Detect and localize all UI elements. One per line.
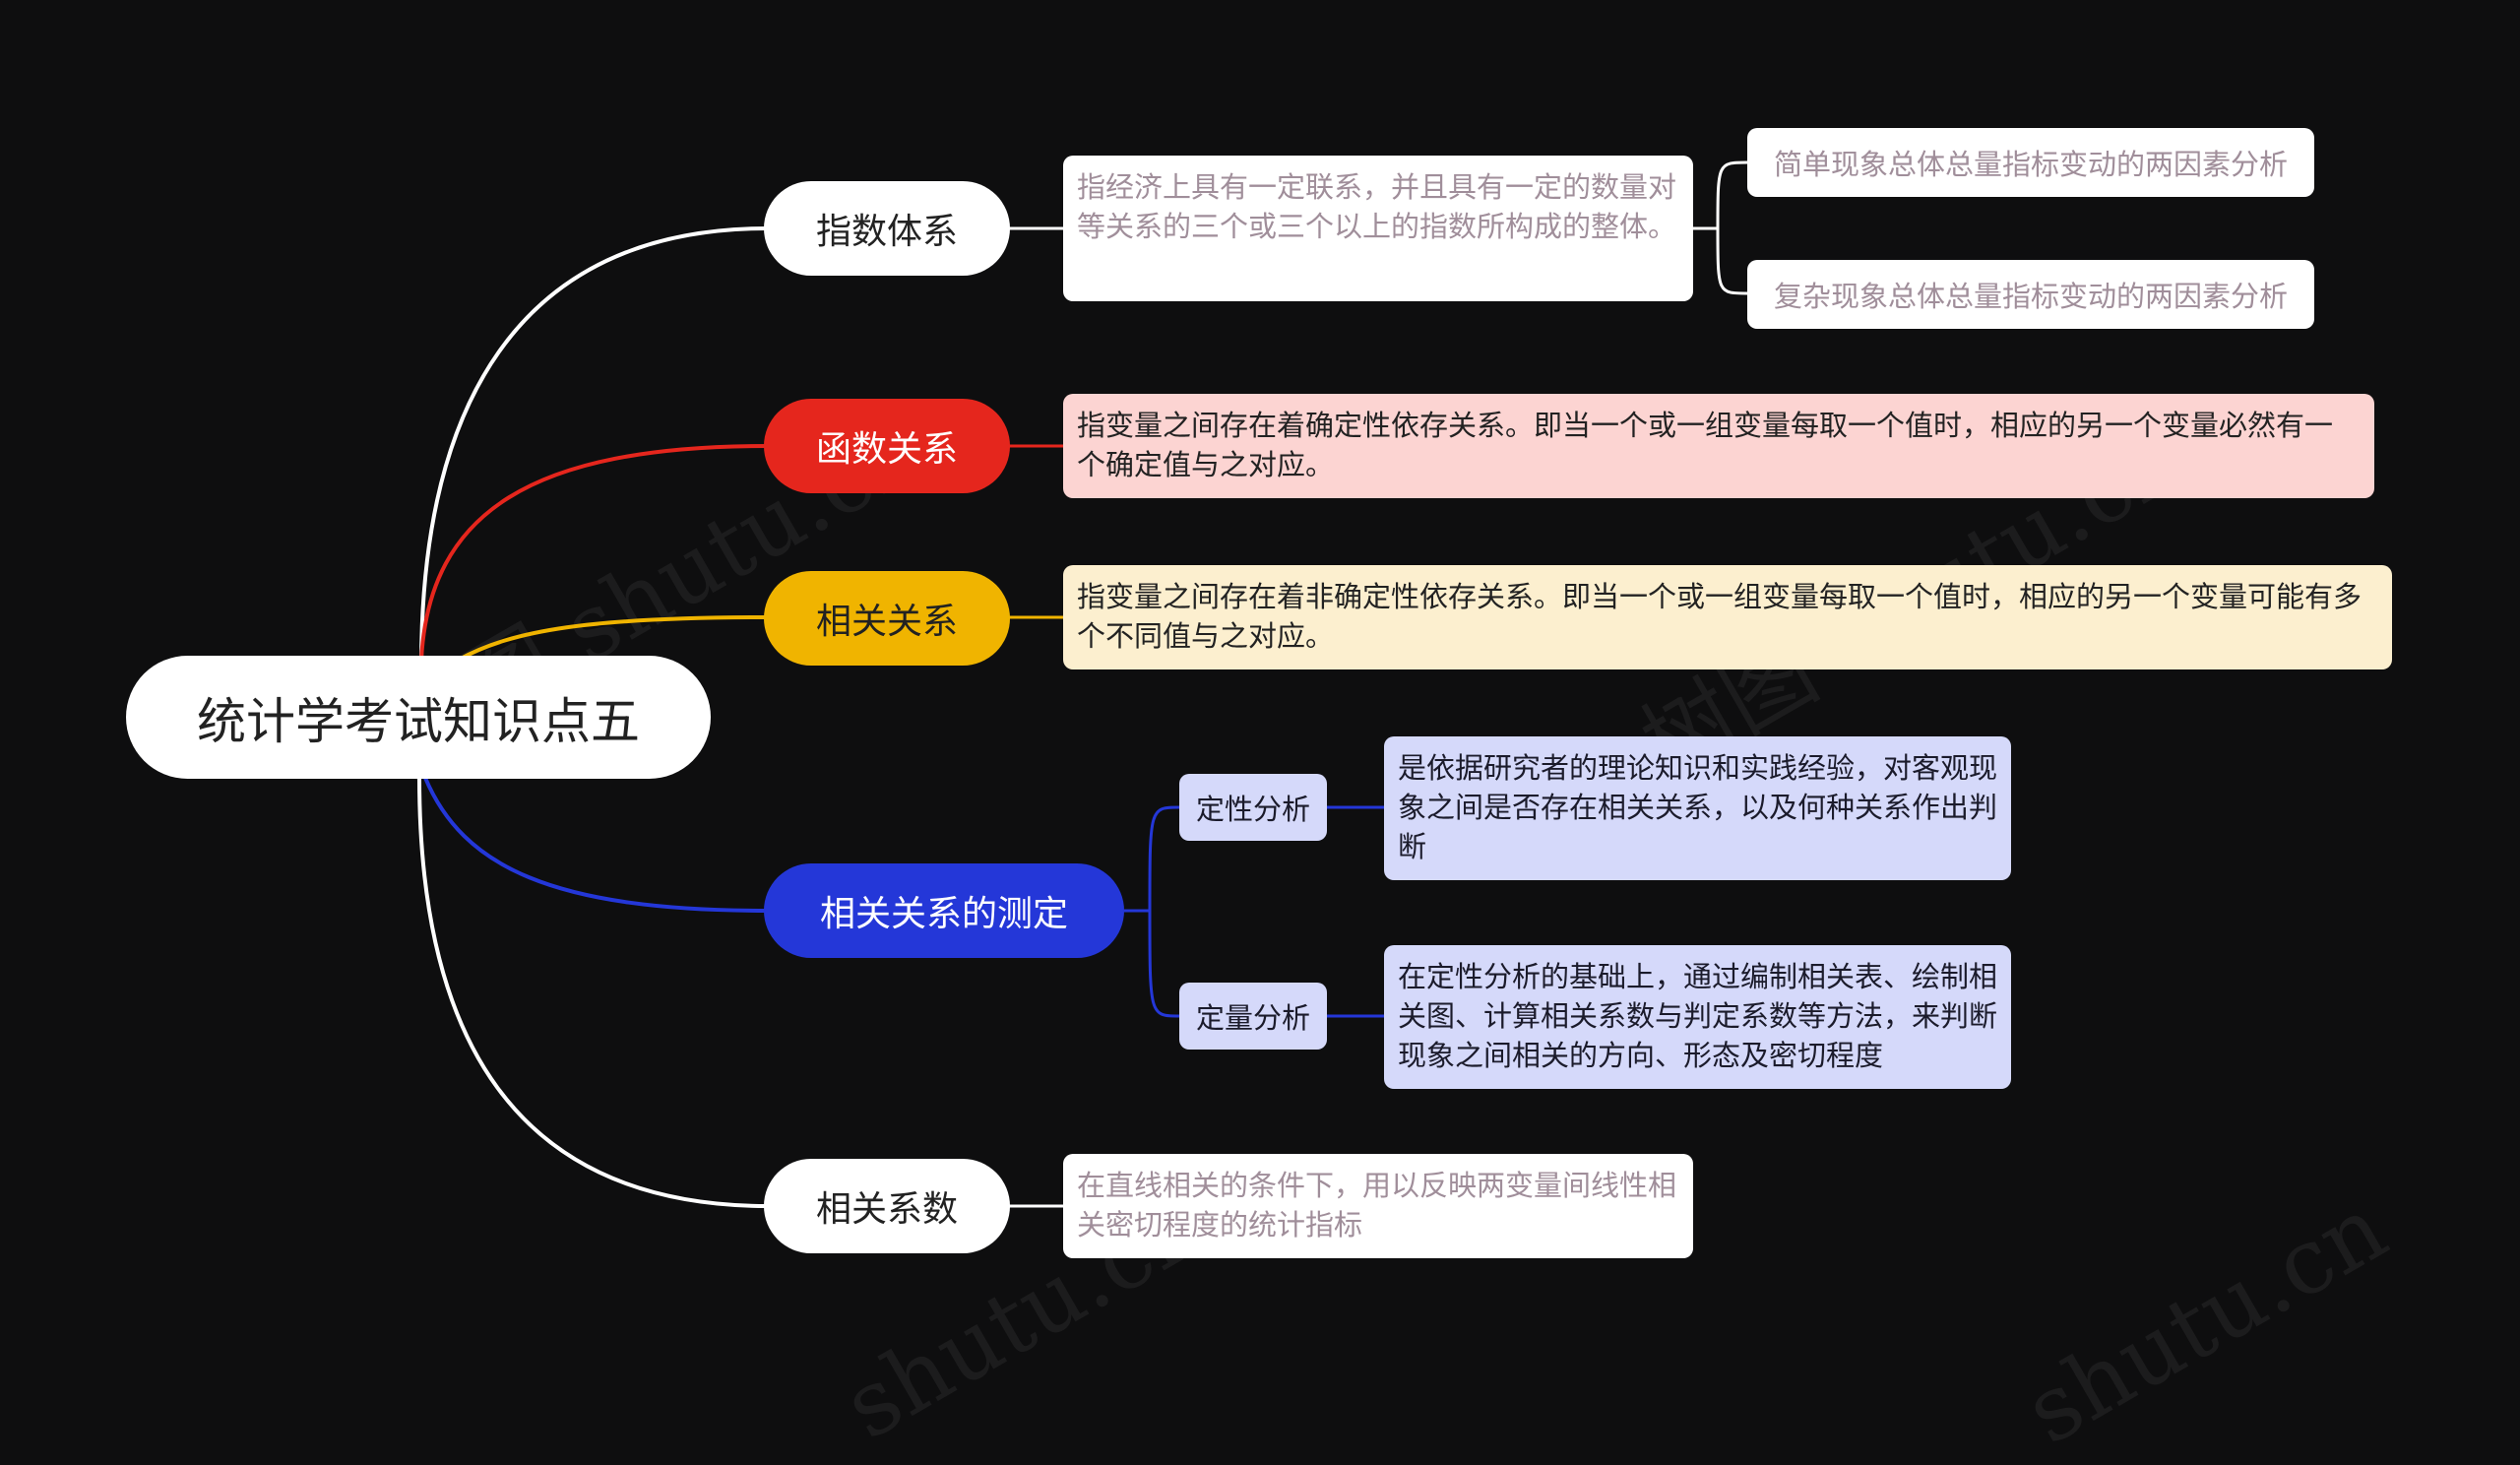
desc-xiangguan-xishu[interactable]: 在直线相关的条件下，用以反映两变量间线性相关密切程度的统计指标 xyxy=(1063,1154,1693,1258)
child-fuza-fenxi[interactable]: 复杂现象总体总量指标变动的两因素分析 xyxy=(1747,260,2314,329)
sub-dingliang-fenxi[interactable]: 定量分析 xyxy=(1179,983,1327,1050)
link-root-hanshu xyxy=(419,444,769,661)
child-jiandan-fenxi[interactable]: 简单现象总体总量指标变动的两因素分析 xyxy=(1747,128,2314,197)
branch-xiangguan-guanxi[interactable]: 相关关系 xyxy=(764,571,1010,666)
root-topic[interactable]: 统计学考试知识点五 xyxy=(126,656,711,779)
branch-xiangguan-xishu[interactable]: 相关系数 xyxy=(764,1159,1010,1253)
connector-lines xyxy=(417,160,1748,1208)
sub-dingxing-fenxi[interactable]: 定性分析 xyxy=(1179,774,1327,841)
branch-xiangguan-ceding[interactable]: 相关关系的测定 xyxy=(764,863,1124,958)
mind-map-canvas: 树图 shutu.cn 树图 shutu.cn shutu.cn shutu.c… xyxy=(126,128,2404,1465)
desc-dingxing-fenxi[interactable]: 是依据研究者的理论知识和实践经验，对客观现象之间是否存在相关关系，以及何种关系作… xyxy=(1384,736,2011,880)
branch-hanshu-guanxi[interactable]: 函数关系 xyxy=(764,399,1010,493)
link-cedding-subs xyxy=(1124,805,1180,1018)
branch-zhishu-tixi[interactable]: 指数体系 xyxy=(764,181,1010,276)
desc-hanshu-guanxi[interactable]: 指变量之间存在着确定性依存关系。即当一个或一组变量每取一个值时，相应的另一个变量… xyxy=(1063,394,2374,498)
desc-zhishu-tixi[interactable]: 指经济上具有一定联系，并且具有一定的数量对等关系的三个或三个以上的指数所构成的整… xyxy=(1063,156,1693,301)
link-root-cedding xyxy=(423,777,769,913)
link-root-xishu xyxy=(417,777,769,1208)
link-root-zhishu xyxy=(419,226,769,666)
link-root-xiangguan xyxy=(458,615,769,662)
link-zhishu-children xyxy=(1691,160,1748,295)
desc-xiangguan-guanxi[interactable]: 指变量之间存在着非确定性依存关系。即当一个或一组变量每取一个值时，相应的另一个变… xyxy=(1063,565,2392,669)
desc-dingliang-fenxi[interactable]: 在定性分析的基础上，通过编制相关表、绘制相关图、计算相关系数与判定系数等方法，来… xyxy=(1384,945,2011,1089)
